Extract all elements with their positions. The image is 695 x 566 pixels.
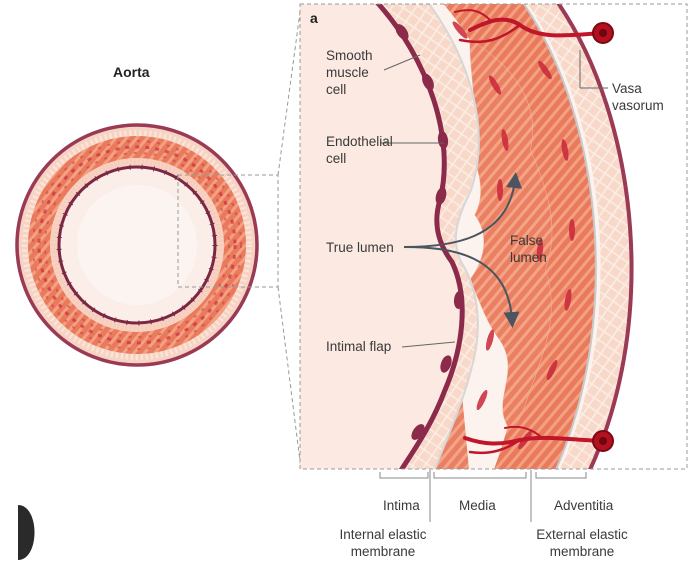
aorta-title: Aorta — [113, 64, 150, 81]
panel-letter: a — [310, 10, 318, 27]
external-elastic-membrane-label: External elastic membrane — [527, 526, 637, 560]
vasa-vasorum-label: Vasa vasorum — [612, 80, 664, 114]
partial-circle-shape — [18, 505, 35, 560]
media-label: Media — [459, 497, 496, 514]
aorta-cross-section — [17, 125, 257, 365]
endothelial-cell-label: Endothelial cell — [326, 133, 393, 167]
smooth-muscle-cell-label: Smooth muscle cell — [326, 47, 373, 98]
internal-elastic-membrane-label: Internal elastic membrane — [333, 526, 433, 560]
true-lumen-label: True lumen — [326, 239, 394, 256]
layer-brackets — [380, 470, 586, 522]
adventitia-label: Adventitia — [554, 497, 613, 514]
intima-label: Intima — [383, 497, 420, 514]
intimal-flap-label: Intimal flap — [326, 338, 391, 355]
false-lumen-label: False lumen — [510, 232, 547, 266]
